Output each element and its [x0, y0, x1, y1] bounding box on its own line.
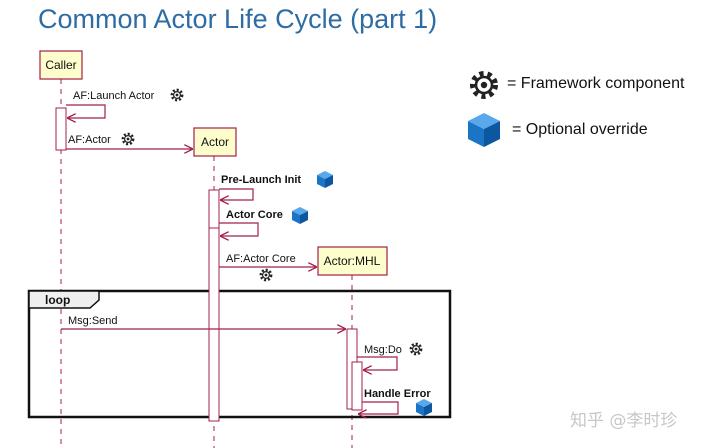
gear-icon: [409, 342, 423, 356]
message-actor-core: Actor Core: [219, 207, 308, 236]
legend-framework-text: = Framework component: [507, 75, 685, 92]
cube-icon: [292, 207, 308, 224]
message-pre-launch-init-label: Pre-Launch Init: [221, 174, 301, 186]
cube-icon: [468, 113, 500, 147]
message-pre-launch-init: Pre-Launch Init: [219, 171, 333, 200]
actor-activation-bar-2: [208, 227, 220, 422]
caller-activation-bar: [55, 107, 67, 151]
message-msg-do-label: Msg:Do: [364, 344, 402, 356]
message-af-launch-actor: AF:Launch Actor: [66, 88, 184, 118]
slide-title: Common Actor Life Cycle (part 1): [38, 4, 438, 34]
watermark: 知乎 @李时珍: [570, 411, 678, 431]
message-af-actor-label: AF:Actor: [68, 134, 111, 146]
gear-icon: [121, 132, 135, 146]
participant-caller-label: Caller: [45, 58, 76, 72]
message-af-actor-core: AF:Actor Core: [219, 253, 317, 282]
message-af-launch-actor-label: AF:Launch Actor: [73, 90, 155, 102]
participant-actor-label: Actor: [201, 135, 229, 149]
message-handle-error: Handle Error: [358, 388, 432, 416]
loop-frame: [27, 289, 452, 419]
gear-icon: [170, 88, 184, 102]
gear-icon: [259, 268, 273, 282]
gear-icon: [473, 74, 496, 97]
cube-icon: [416, 399, 432, 416]
actor-mhl-activation-bar-nested: [351, 361, 363, 411]
legend-framework: = Framework component: [507, 75, 684, 93]
message-handle-error-label: Handle Error: [364, 388, 431, 400]
message-actor-core-label: Actor Core: [226, 209, 283, 221]
legend-override: = Optional override: [512, 121, 648, 139]
actor-activation-bar-1: [208, 189, 220, 229]
participant-caller: Caller: [39, 50, 83, 80]
message-msg-send-label: Msg:Send: [68, 315, 118, 327]
message-af-actor: AF:Actor: [66, 132, 193, 149]
legend-override-text: = Optional override: [512, 121, 648, 138]
message-af-actor-core-label: AF:Actor Core: [226, 253, 296, 265]
loop-tab: [28, 290, 100, 309]
loop-label: loop: [45, 293, 70, 307]
message-msg-do: Msg:Do: [357, 342, 423, 370]
participant-actor-mhl: Actor:MHL: [317, 246, 388, 276]
participant-actor-mhl-label: Actor:MHL: [324, 254, 381, 268]
message-msg-send: Msg:Send: [61, 315, 346, 329]
cube-icon: [317, 171, 333, 188]
participant-actor: Actor: [193, 127, 237, 157]
